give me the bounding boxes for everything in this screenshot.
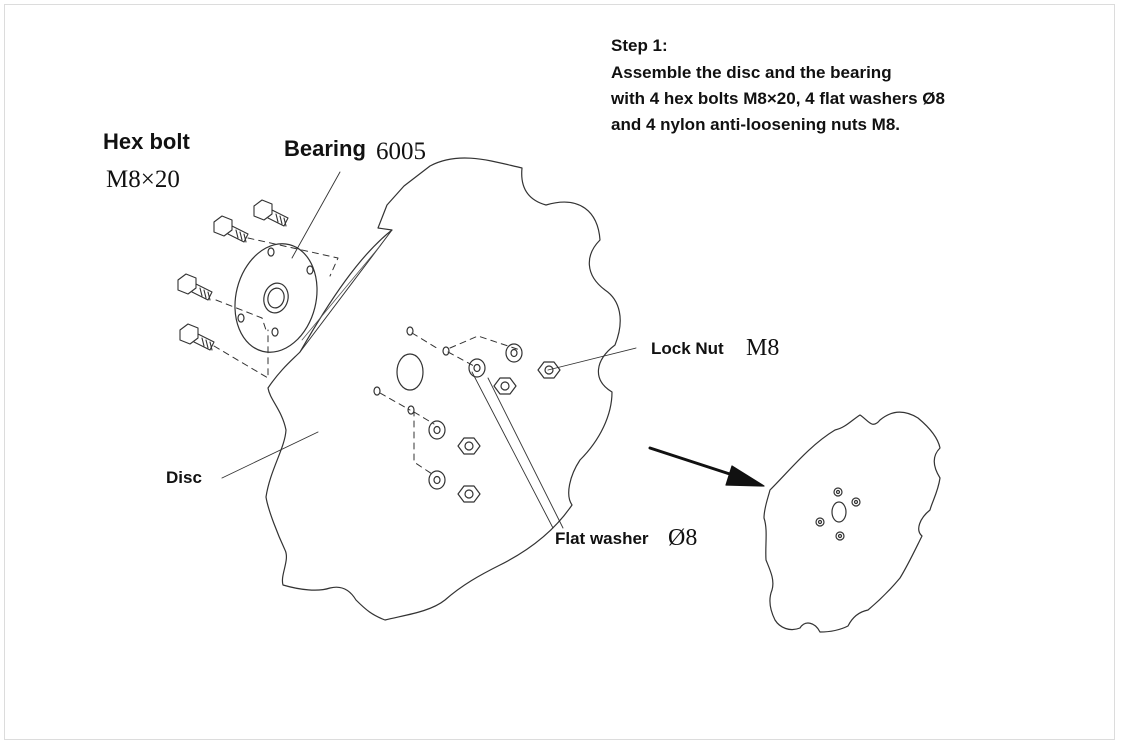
hex-bolt [253,199,289,227]
disc-assembled-small [763,411,941,633]
hex-bolts [177,199,289,351]
disc-label: Disc [166,468,202,487]
washer-leader-1 [471,371,554,529]
lock-nuts [457,361,561,503]
disc-center-hole [396,353,424,391]
washer-leader-2 [487,377,564,529]
hex-bolt-label: Hex bolt [103,129,190,154]
disc-bolt-holes [373,326,450,415]
lock-nut-label: Lock Nut [651,339,724,358]
left-assembly-guides [213,237,339,379]
right-assembly-guides [379,332,521,475]
step-instruction-line: with 4 hex bolts M8×20, 4 flat washers Ø… [611,89,945,108]
page-frame [4,4,1115,740]
disc-leader [221,431,319,479]
hex-bolt [213,215,249,243]
lock-nut-size: M8 [746,335,780,361]
flat-washers [428,343,523,490]
step-instruction-line: Assemble the disc and the bearing [611,63,892,82]
hex-bolt [177,273,213,301]
step-title: Step 1: [611,36,668,55]
bearing-size: 6005 [376,138,426,165]
hex-bolt-size: M8×20 [106,166,180,193]
flat-washer-label: Flat washer [555,529,649,548]
step-instruction-line: and 4 nylon anti-loosening nuts M8. [611,115,901,134]
hex-bolt [179,323,215,351]
leader-lines [221,171,637,529]
lock-nut-leader [547,347,637,371]
bearing-plate [234,243,318,353]
flat-washer-size: Ø8 [668,525,698,551]
direction-arrow [648,446,765,487]
bearing-leader [291,171,341,259]
bearing-label: Bearing [284,136,366,161]
disc-large [265,157,621,621]
